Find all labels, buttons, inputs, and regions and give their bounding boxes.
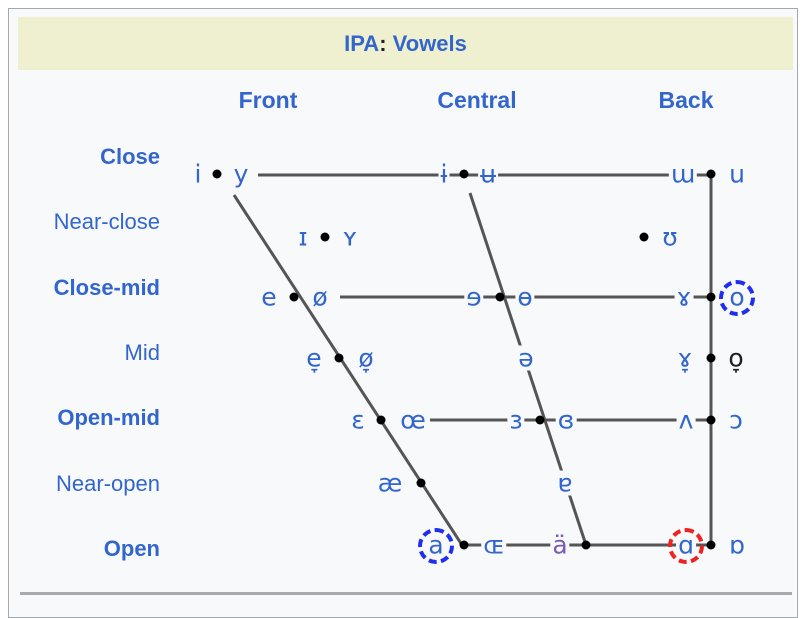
row-label-open-mid[interactable]: Open-mid [57, 405, 160, 430]
vowel-pair-dot [376, 415, 386, 425]
ipa-link[interactable]: IPA [344, 30, 380, 56]
vowel-close-central-unrounded[interactable]: ɨ [438, 159, 450, 189]
vowel-close-back-rounded[interactable]: u [727, 159, 747, 189]
vowel-mid-central[interactable]: ə [516, 343, 536, 373]
vowel-pair-dot [535, 415, 545, 425]
row-label-open[interactable]: Open [103, 536, 160, 561]
vowel-open-front-rounded[interactable]: ɶ [481, 530, 507, 560]
vowel-pair-dot [706, 292, 716, 302]
chart-title: IPA: Vowels [18, 17, 793, 70]
vowel-pair-dot [706, 353, 716, 363]
vowel-open-mid-back-unrounded[interactable]: ʌ [676, 405, 696, 435]
vowel-mid-back-rounded[interactable]: o̞ [726, 343, 746, 373]
column-header-back[interactable]: Back [658, 87, 714, 113]
row-label-mid[interactable]: Mid [124, 340, 160, 365]
vowel-near-close-front-unrounded[interactable]: ɪ [296, 222, 310, 252]
bottom-divider [20, 592, 792, 595]
vowel-pair-dot [459, 540, 469, 550]
highlight-circle-blue-o [719, 280, 755, 316]
vowel-close-mid-central-unrounded[interactable]: ɘ [464, 282, 484, 312]
vowel-pair-dot [706, 415, 716, 425]
vowel-open-mid-central-unrounded[interactable]: ɜ [507, 405, 525, 435]
vowel-close-back-unrounded[interactable]: ɯ [668, 159, 698, 189]
vowel-mid-back-unrounded[interactable]: ɤ̞ [675, 343, 695, 373]
vowel-pair-dot [459, 169, 469, 179]
title-colon: : [379, 30, 387, 56]
vowel-open-back-rounded[interactable]: ɒ [727, 530, 747, 560]
vowel-pair-dot [706, 540, 716, 550]
vowel-pair-dot [320, 232, 330, 242]
vowel-pair-dot [289, 292, 299, 302]
vowel-pair-dot [334, 353, 344, 363]
ipa-vowel-chart-panel [8, 8, 798, 618]
vowel-pair-dot [416, 478, 426, 488]
vowels-link[interactable]: Vowels [392, 30, 467, 56]
column-header-front[interactable]: Front [238, 87, 298, 113]
vowel-open-mid-front-unrounded[interactable]: ɛ [349, 405, 367, 435]
row-label-near-open[interactable]: Near-open [56, 471, 160, 496]
highlight-circle-blue-a [418, 528, 454, 564]
vowel-close-central-rounded[interactable]: ʉ [478, 159, 498, 189]
vowel-close-mid-central-rounded[interactable]: ɵ [515, 282, 535, 312]
column-header-central[interactable]: Central [437, 87, 517, 113]
vowel-open-mid-front-rounded[interactable]: œ [398, 405, 428, 435]
vowel-open-mid-back-rounded[interactable]: ɔ [727, 405, 745, 435]
vowel-close-mid-back-unrounded[interactable]: ɤ [674, 282, 694, 312]
vowel-pair-dot [495, 292, 505, 302]
row-label-close[interactable]: Close [100, 144, 160, 169]
vowel-open-central-unrounded[interactable]: ä [550, 530, 570, 560]
vowel-pair-dot [212, 169, 222, 179]
vowel-near-open-front-unrounded[interactable]: æ [375, 468, 405, 498]
vowel-pair-dot [581, 540, 591, 550]
vowel-mid-front-rounded[interactable]: ø̞ [356, 343, 376, 373]
vowel-open-mid-central-rounded[interactable]: ɞ [555, 405, 577, 435]
vowel-close-front-rounded[interactable]: y [231, 159, 251, 189]
vowel-near-close-front-rounded[interactable]: ʏ [340, 222, 360, 252]
vowel-mid-front-unrounded[interactable]: e̞ [304, 343, 324, 373]
row-label-near-close[interactable]: Near-close [53, 209, 160, 234]
vowel-close-mid-front-unrounded[interactable]: e [259, 282, 279, 312]
vowel-near-open-central[interactable]: ɐ [555, 468, 575, 498]
highlight-circle-red-alpha [668, 528, 704, 564]
vowel-close-mid-front-rounded[interactable]: ø [310, 282, 330, 312]
vowel-close-front-unrounded[interactable]: i [192, 159, 204, 189]
vowel-near-close-back-rounded[interactable]: ʊ [660, 222, 680, 252]
vowel-pair-dot [639, 232, 649, 242]
row-label-close-mid[interactable]: Close-mid [53, 275, 160, 300]
vowel-pair-dot [706, 169, 716, 179]
front-edge-line [232, 194, 464, 546]
